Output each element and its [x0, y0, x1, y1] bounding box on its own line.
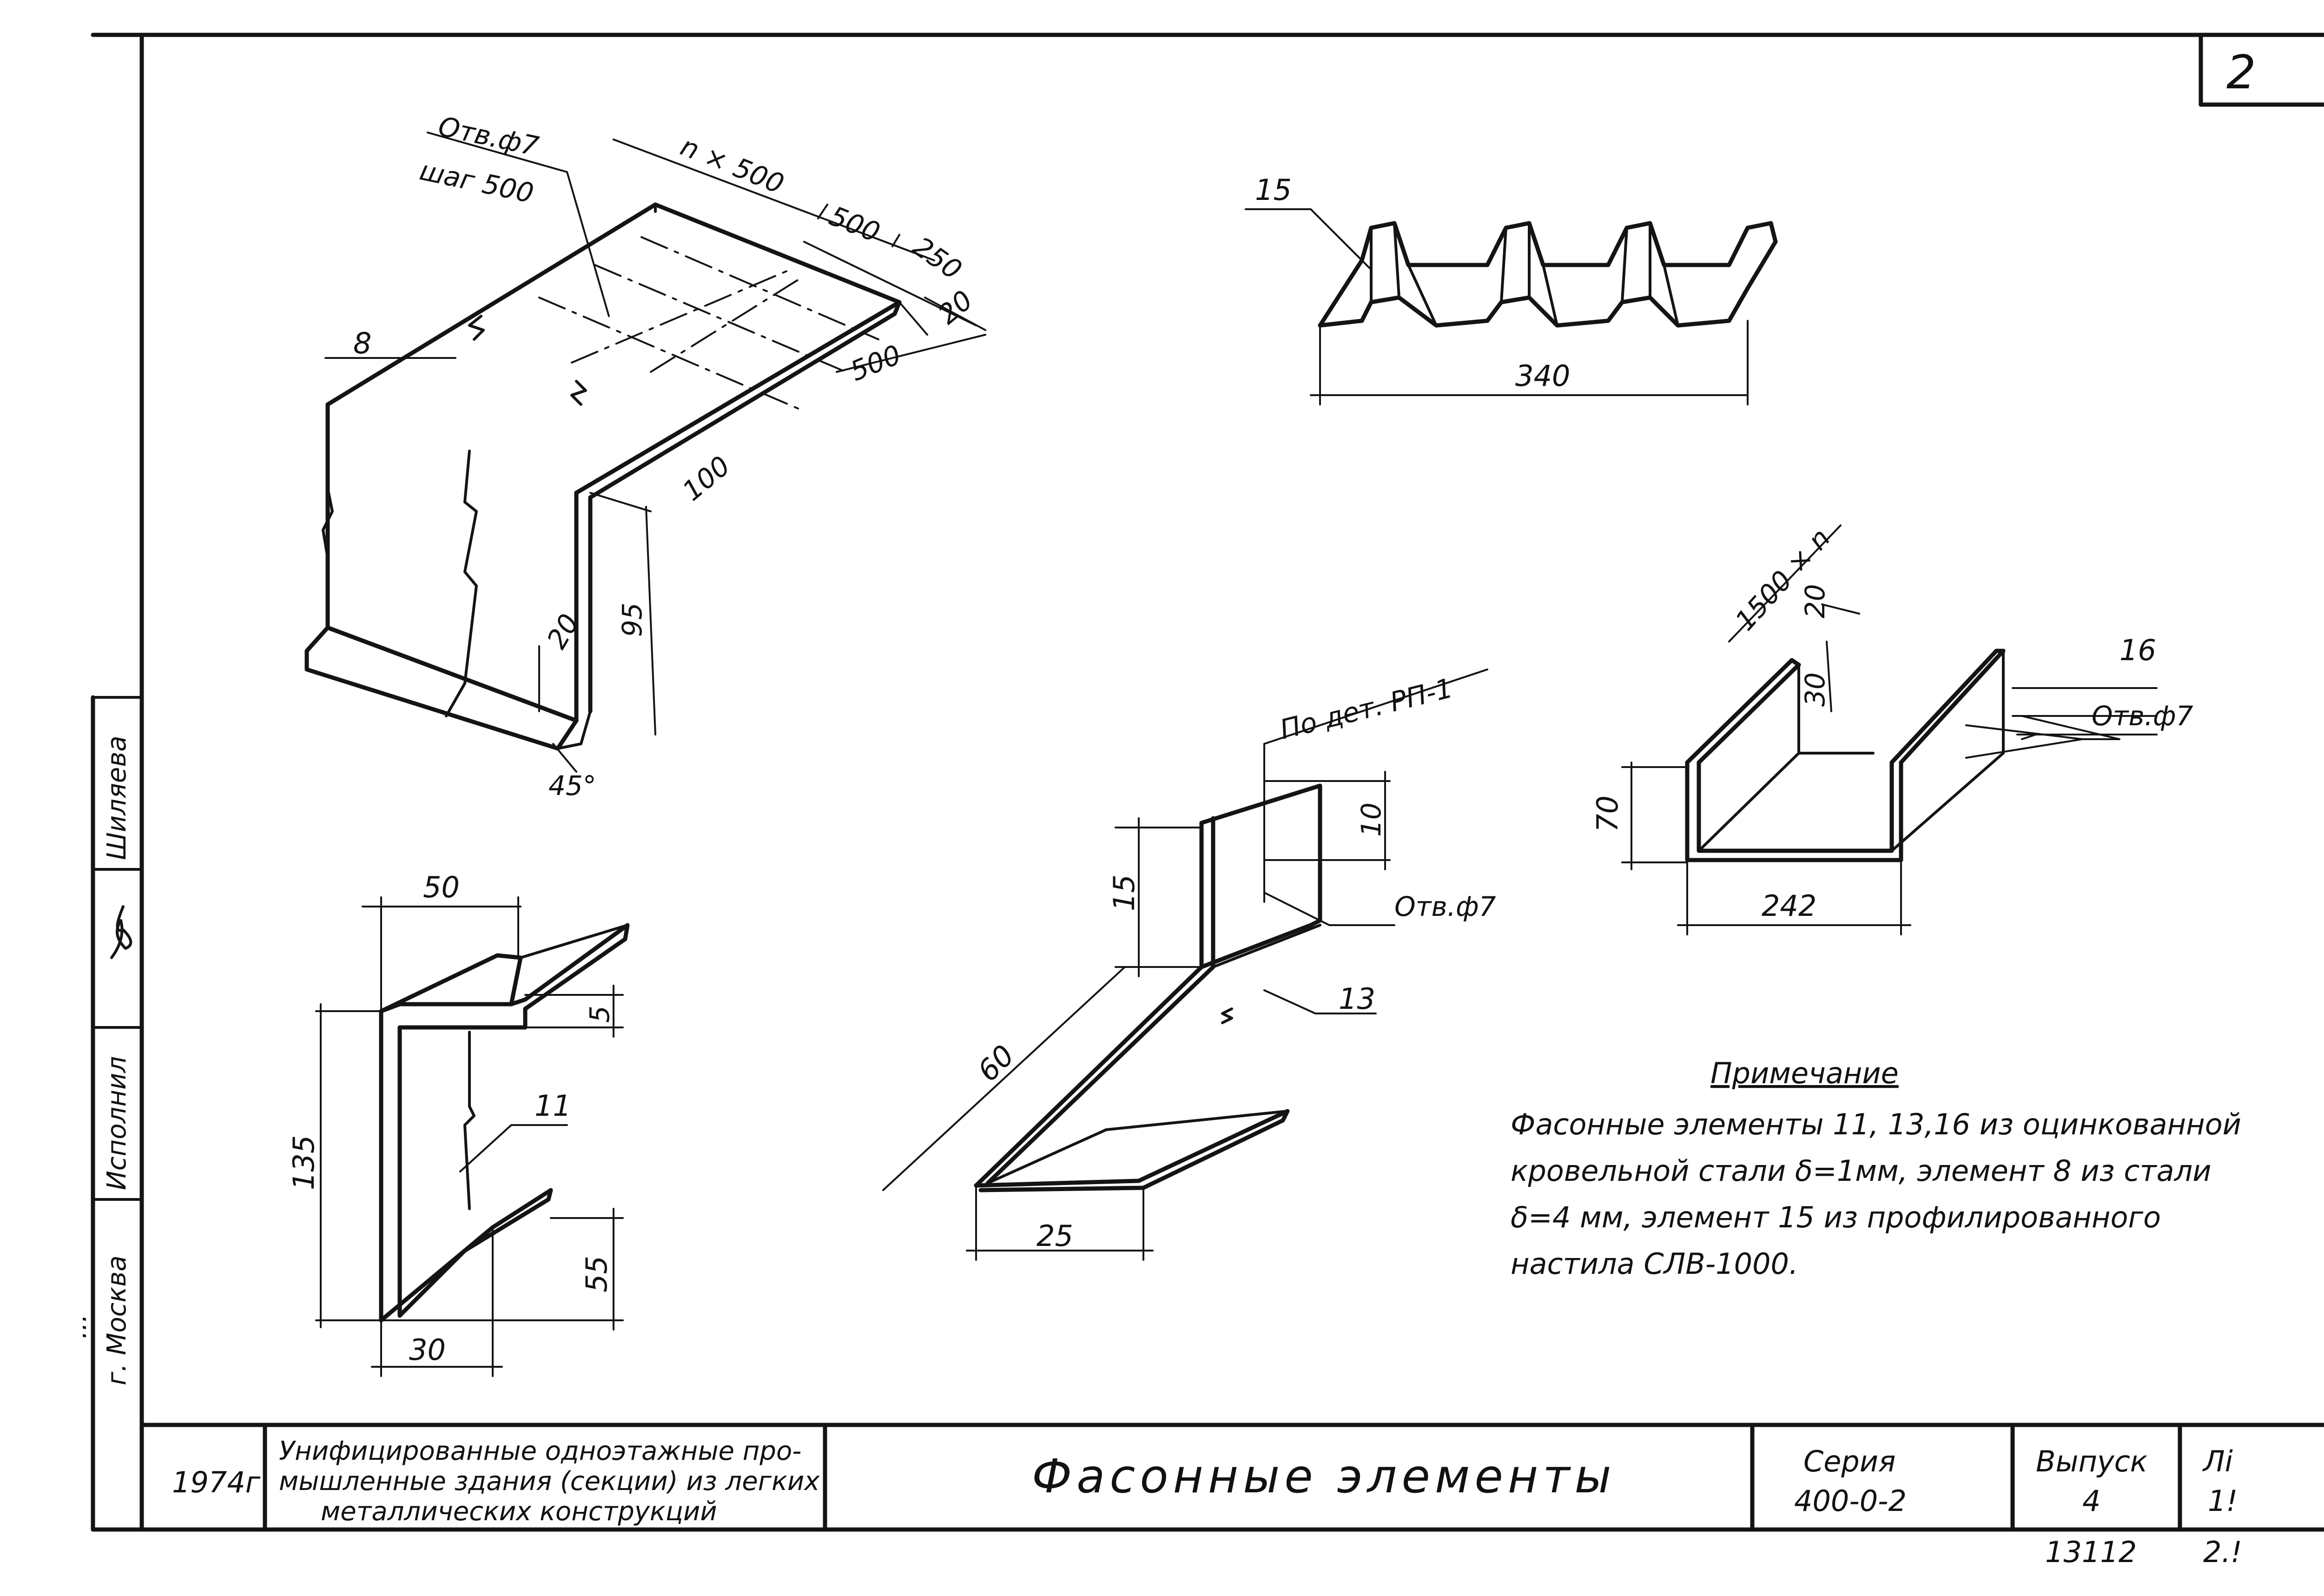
page-number: 2: [2226, 45, 2256, 99]
element-13-callout: 13: [1339, 982, 1375, 1016]
element-16-dim-1500n: 1500 × n: [1729, 522, 1836, 636]
element-8-dim-n500: n × 500: [676, 130, 788, 200]
sheet-frame: [91, 33, 2324, 1532]
element-13-dim-25: 25: [1037, 1219, 1073, 1253]
element-8-dim-20b: 20: [541, 609, 585, 654]
element-8-callout: 8: [353, 326, 371, 360]
side-stamp-name: Шиляева: [102, 735, 132, 860]
title-block-series-label: Серия: [1803, 1444, 1895, 1478]
element-16-dim-70: 70: [1591, 795, 1624, 832]
side-stamp-org: ...: [62, 1314, 92, 1339]
note-block: Примечание Фасонные элементы 11, 13,16 и…: [1511, 1056, 2241, 1281]
element-11-drawing: [315, 896, 630, 1377]
note-line-1: Фасонные элементы 11, 13,16 из оцинкован…: [1511, 1107, 2241, 1141]
element-15-callout: 15: [1255, 173, 1292, 207]
element-15-dim-340: 340: [1515, 359, 1570, 393]
element-13-dim-60: 60: [971, 1038, 1021, 1088]
side-stamp: [91, 695, 143, 1532]
element-8-hole-label: Отв.ф7: [436, 110, 541, 162]
element-8-dim-100: 100: [676, 450, 736, 507]
element-8-dim-45: 45°: [548, 770, 596, 801]
side-stamp-role: Исполнил: [102, 1056, 132, 1190]
title-block-year: 1974г: [172, 1465, 261, 1499]
archive-sheet-extra: 2.!: [2203, 1535, 2242, 1569]
element-16-hole-label: Отв.ф7: [2092, 700, 2193, 732]
element-8-dim-500b: 500: [846, 338, 905, 387]
archive-code: 13112: [2045, 1535, 2137, 1569]
title-block-project-3: металлических конструкций: [321, 1497, 717, 1527]
title-block-sheet-value: 1!: [2208, 1484, 2238, 1518]
element-8-dim-500a: 500: [825, 200, 885, 249]
side-stamp-city: г. Москва: [102, 1255, 132, 1385]
element-11-callout: 11: [535, 1089, 571, 1123]
title-block-project-1: Унифицированные одноэтажные про-: [279, 1436, 801, 1466]
element-11-dim-30: 30: [409, 1333, 446, 1367]
element-15-drawing: [1245, 208, 1778, 405]
element-13-hole-label: Отв.ф7: [1394, 891, 1496, 922]
element-8-dim-95: 95: [616, 603, 648, 637]
element-13-ref-label: По дет. РП-1: [1277, 672, 1456, 746]
element-16-callout: 16: [2119, 633, 2156, 667]
element-11-dim-135: 135: [287, 1135, 321, 1190]
element-11-dim-50: 50: [423, 870, 460, 904]
title-block-sheet-label: Лі: [2202, 1444, 2233, 1478]
element-16-dim-242: 242: [1762, 889, 1816, 923]
element-8-drawing: [304, 132, 986, 773]
title-block-issue-value: 4: [2082, 1484, 2100, 1518]
element-8-hole-step: шаг 500: [417, 154, 536, 209]
note-line-4: настила СЛВ-1000.: [1511, 1247, 1798, 1281]
element-11-dim-55: 55: [580, 1256, 614, 1292]
title-block-grid: [263, 1423, 2182, 1532]
title-block-project-2: мышленные здания (секции) из легких: [279, 1466, 820, 1497]
element-8-dim-250: 250: [907, 231, 968, 286]
title-block-drawing-title: Фасонные элементы: [1032, 1449, 1616, 1503]
note-title: Примечание: [1710, 1056, 1899, 1090]
note-line-2: кровельной стали δ=1мм, элемент 8 из ста…: [1511, 1154, 2212, 1188]
element-16-dim-20: 20: [1799, 584, 1831, 618]
element-13-drawing: [882, 669, 1488, 1261]
title-block-issue-label: Выпуск: [2036, 1444, 2148, 1478]
element-16-drawing: [1621, 524, 2158, 935]
note-line-3: δ=4 мм, элемент 15 из профилированного: [1511, 1200, 2161, 1234]
element-16-dim-30: 30: [1799, 672, 1831, 707]
element-13-dim-10: 10: [1355, 802, 1387, 837]
element-11-dim-5: 5: [584, 1006, 615, 1023]
element-13-dim-15: 15: [1107, 874, 1141, 911]
title-block-series-value: 400-0-2: [1794, 1484, 1907, 1518]
